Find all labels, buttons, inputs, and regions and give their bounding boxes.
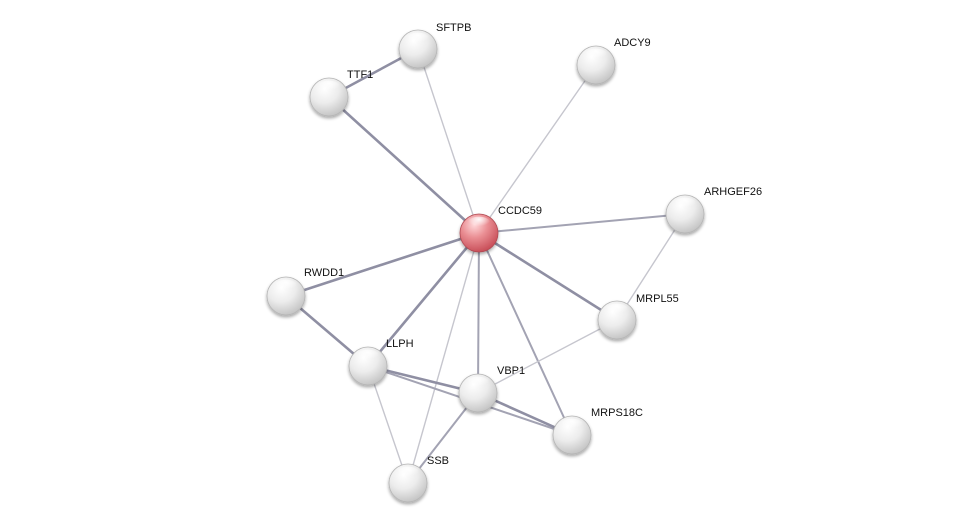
node-label: SSB	[427, 455, 449, 467]
nodes-layer: CCDC59 SFTPB TTF1 ADCY9ARHGEF26RWDD1MRPL55L…	[266, 22, 762, 503]
edge-ccdc59-mrps18c[interactable]	[478, 232, 573, 436]
node-adcy9[interactable]: ADCY9	[576, 37, 651, 85]
edge-ccdc59-adcy9[interactable]	[478, 64, 597, 234]
node-sftpb[interactable]: SFTPB	[398, 22, 471, 69]
node-label: CCDC59	[498, 205, 542, 217]
edge-ccdc59-arhgef26[interactable]	[478, 213, 686, 234]
edge-vbp1-mrpl55[interactable]	[477, 319, 618, 394]
edge-ccdc59-llph[interactable]	[366, 231, 481, 368]
node-label: ADCY9	[614, 37, 651, 49]
edge-ccdc59-rwdd1[interactable]	[284, 231, 481, 298]
edge-ccdc59-vbp1[interactable]	[477, 232, 480, 394]
node-mrpl55[interactable]: MRPL55	[597, 293, 679, 340]
node-gloss	[274, 279, 298, 294]
node-label: VBP1	[497, 365, 525, 377]
node-gloss	[317, 80, 341, 95]
node-label: ARHGEF26	[704, 186, 762, 198]
node-gloss	[584, 48, 608, 63]
node-ccdc59[interactable]: CCDC59	[459, 205, 542, 253]
node-llph[interactable]: LLPH	[348, 338, 414, 386]
node-gloss	[406, 32, 430, 47]
node-gloss	[356, 349, 380, 364]
edge-ccdc59-ttf1[interactable]	[327, 95, 481, 235]
node-ssb[interactable]: SSB	[388, 455, 449, 503]
node-gloss	[396, 466, 420, 481]
node-label: MRPL55	[636, 293, 679, 305]
node-rwdd1[interactable]: RWDD1	[266, 267, 344, 316]
node-vbp1[interactable]: VBP1	[458, 365, 525, 413]
edge-arhgef26-mrpl55[interactable]	[616, 213, 686, 321]
node-label: TTF1	[347, 69, 373, 81]
node-ttf1[interactable]: TTF1	[309, 69, 373, 117]
edge-ccdc59-mrpl55[interactable]	[477, 231, 619, 322]
node-gloss	[605, 303, 629, 318]
node-label: RWDD1	[304, 267, 344, 279]
node-label: LLPH	[386, 338, 414, 350]
node-gloss	[467, 216, 491, 231]
node-gloss	[673, 197, 697, 212]
node-arhgef26[interactable]: ARHGEF26	[665, 186, 762, 234]
edge-ccdc59-sftpb[interactable]	[417, 48, 480, 234]
node-label: MRPS18C	[591, 407, 643, 419]
edge-llph-ssb[interactable]	[367, 365, 409, 484]
node-gloss	[466, 376, 490, 391]
node-gloss	[560, 418, 584, 433]
node-mrps18c[interactable]: MRPS18C	[552, 407, 643, 455]
node-label: SFTPB	[436, 22, 471, 34]
edge-ccdc59-ssb[interactable]	[407, 232, 480, 484]
